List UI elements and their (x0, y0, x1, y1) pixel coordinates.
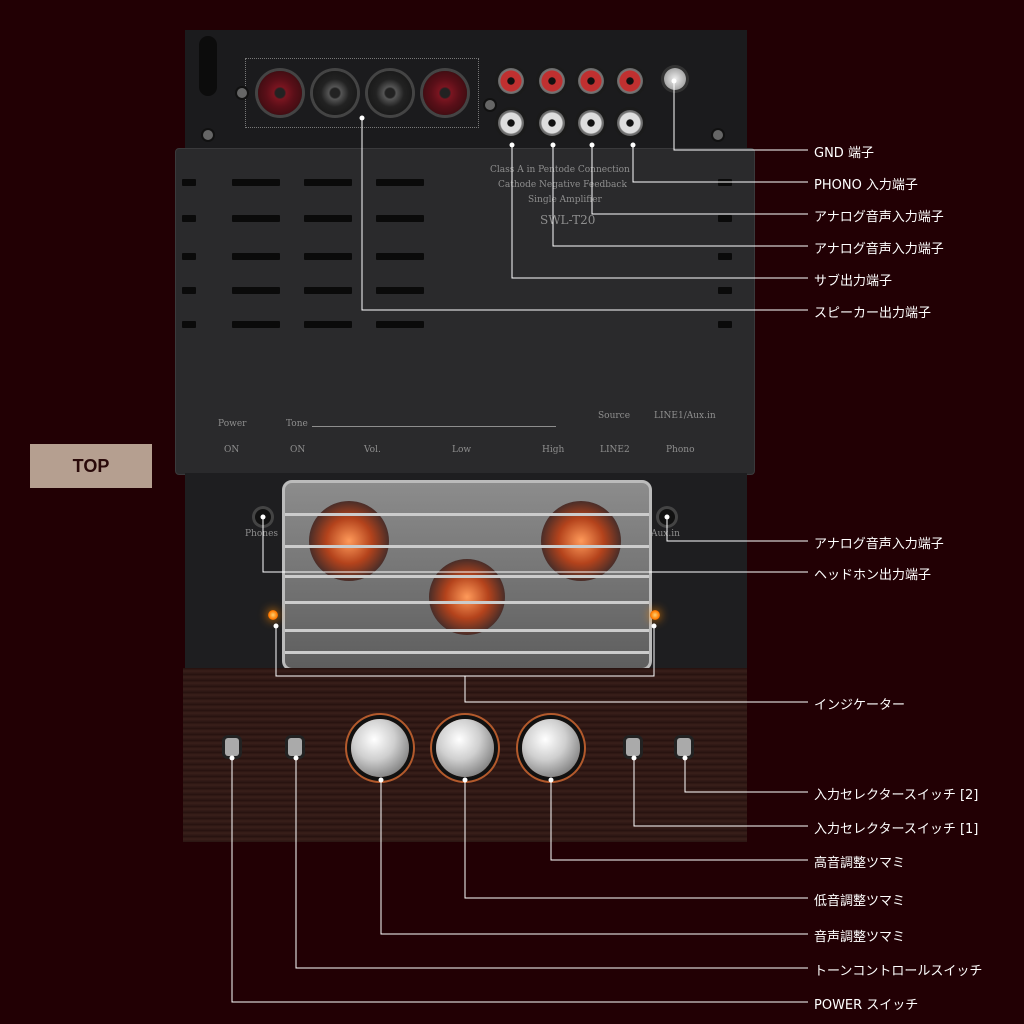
treble-knob[interactable] (522, 719, 580, 777)
label-input-selector-1: 入力セレクタースイッチ [1] (814, 822, 979, 837)
phono-jack-white[interactable] (617, 110, 643, 136)
panel-label-source: Source (598, 411, 631, 421)
panel-label-line1-auxin: LINE1/Aux.in (654, 411, 716, 421)
power-cord-icon (199, 36, 217, 96)
line2-jack-white[interactable] (539, 110, 565, 136)
cover-text-line1: Class A in Pentode Connection (490, 165, 630, 175)
panel-label-power-on: ON (224, 445, 240, 455)
power-switch[interactable] (225, 738, 239, 756)
label-gnd-terminal: GND 端子 (814, 146, 874, 161)
model-name: SWL-T20 (540, 213, 596, 227)
speaker-terminal-icon[interactable] (368, 71, 412, 115)
speaker-terminal-icon[interactable] (313, 71, 357, 115)
phono-jack-red[interactable] (617, 68, 643, 94)
panel-label-phono: Phono (666, 445, 695, 455)
panel-label-tone-on: ON (290, 445, 306, 455)
panel-label-low: Low (452, 445, 472, 455)
label-power-switch: POWER スイッチ (814, 998, 919, 1013)
label-speaker-output: スピーカー出力端子 (814, 306, 932, 321)
speaker-terminal-icon[interactable] (423, 71, 467, 115)
indicator-led-left (268, 610, 278, 620)
phones-label: Phones (245, 529, 279, 539)
bass-knob[interactable] (436, 719, 494, 777)
speaker-terminal-icon[interactable] (258, 71, 302, 115)
sub-out-jack-white[interactable] (498, 110, 524, 136)
tone-control-switch[interactable] (288, 738, 302, 756)
panel-label-vol: Vol. (364, 445, 381, 455)
label-tone-control-switch: トーンコントロールスイッチ (814, 964, 983, 979)
panel-label-tone: Tone (286, 419, 308, 429)
line2-jack-red[interactable] (539, 68, 565, 94)
top-cover: Class A in Pentode Connection Cathode Ne… (175, 148, 755, 475)
indicator-led-right (650, 610, 660, 620)
cover-text-line2: Cathode Negative Feedback (498, 180, 627, 190)
label-analog-input-front: アナログ音声入力端子 (814, 537, 944, 552)
aux-in-label: Aux.in (651, 529, 680, 539)
label-phono-input: PHONO 入力端子 (814, 178, 918, 193)
label-analog-input-2: アナログ音声入力端子 (814, 242, 944, 257)
panel-label-power: Power (218, 419, 247, 429)
label-volume-knob: 音声調整ツマミ (814, 930, 906, 945)
rear-panel (185, 30, 747, 160)
label-indicator: インジケーター (814, 698, 906, 713)
panel-label-line2: LINE2 (600, 445, 630, 455)
input-selector-switch-2[interactable] (677, 738, 691, 756)
label-input-selector-2: 入力セレクタースイッチ [2] (814, 788, 979, 803)
cover-text-line3: Single Amplifier (528, 195, 602, 205)
sub-out-jack-red[interactable] (498, 68, 524, 94)
panel-label-high: High (542, 445, 565, 455)
top-view-badge: TOP (30, 444, 152, 488)
line1-jack-red[interactable] (578, 68, 604, 94)
label-sub-output: サブ出力端子 (814, 274, 893, 289)
line1-jack-white[interactable] (578, 110, 604, 136)
label-bass-knob: 低音調整ツマミ (814, 894, 906, 909)
volume-knob[interactable] (351, 719, 409, 777)
label-headphone-output: ヘッドホン出力端子 (814, 568, 932, 583)
label-analog-input-1: アナログ音声入力端子 (814, 210, 944, 225)
input-selector-switch-1[interactable] (626, 738, 640, 756)
label-treble-knob: 高音調整ツマミ (814, 856, 906, 871)
